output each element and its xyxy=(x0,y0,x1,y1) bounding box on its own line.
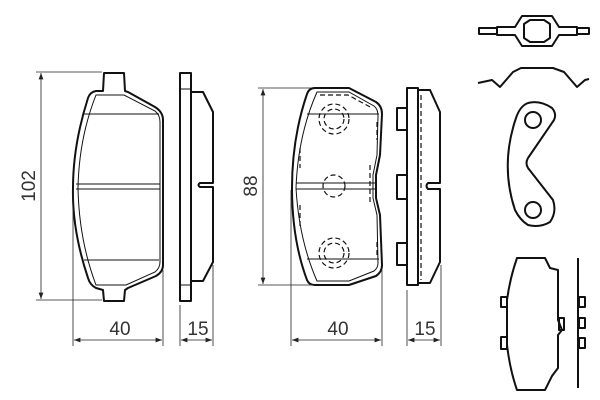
pad-2-side-view xyxy=(396,87,441,286)
pad-2-height-label: 88 xyxy=(241,175,262,196)
small-pad-icon xyxy=(500,257,586,391)
shim-plate-icon xyxy=(506,101,557,227)
spring-icon xyxy=(477,67,590,88)
clip-icon xyxy=(478,15,590,47)
pad-1-height-label: 102 xyxy=(19,170,40,202)
pad-1-side-view xyxy=(179,72,214,302)
pad-1-width-label: 40 xyxy=(109,319,130,340)
pad-2-thickness-label: 15 xyxy=(414,319,435,340)
pad-1-dimensions: 102 40 15 xyxy=(19,71,214,346)
pad-2-front-view xyxy=(291,87,383,286)
pad-2-width-label: 40 xyxy=(327,319,348,340)
pad-2-dimensions: 88 40 15 xyxy=(241,87,442,346)
pad-1-thickness-label: 15 xyxy=(187,319,208,340)
pad-1-front-view xyxy=(71,72,164,302)
